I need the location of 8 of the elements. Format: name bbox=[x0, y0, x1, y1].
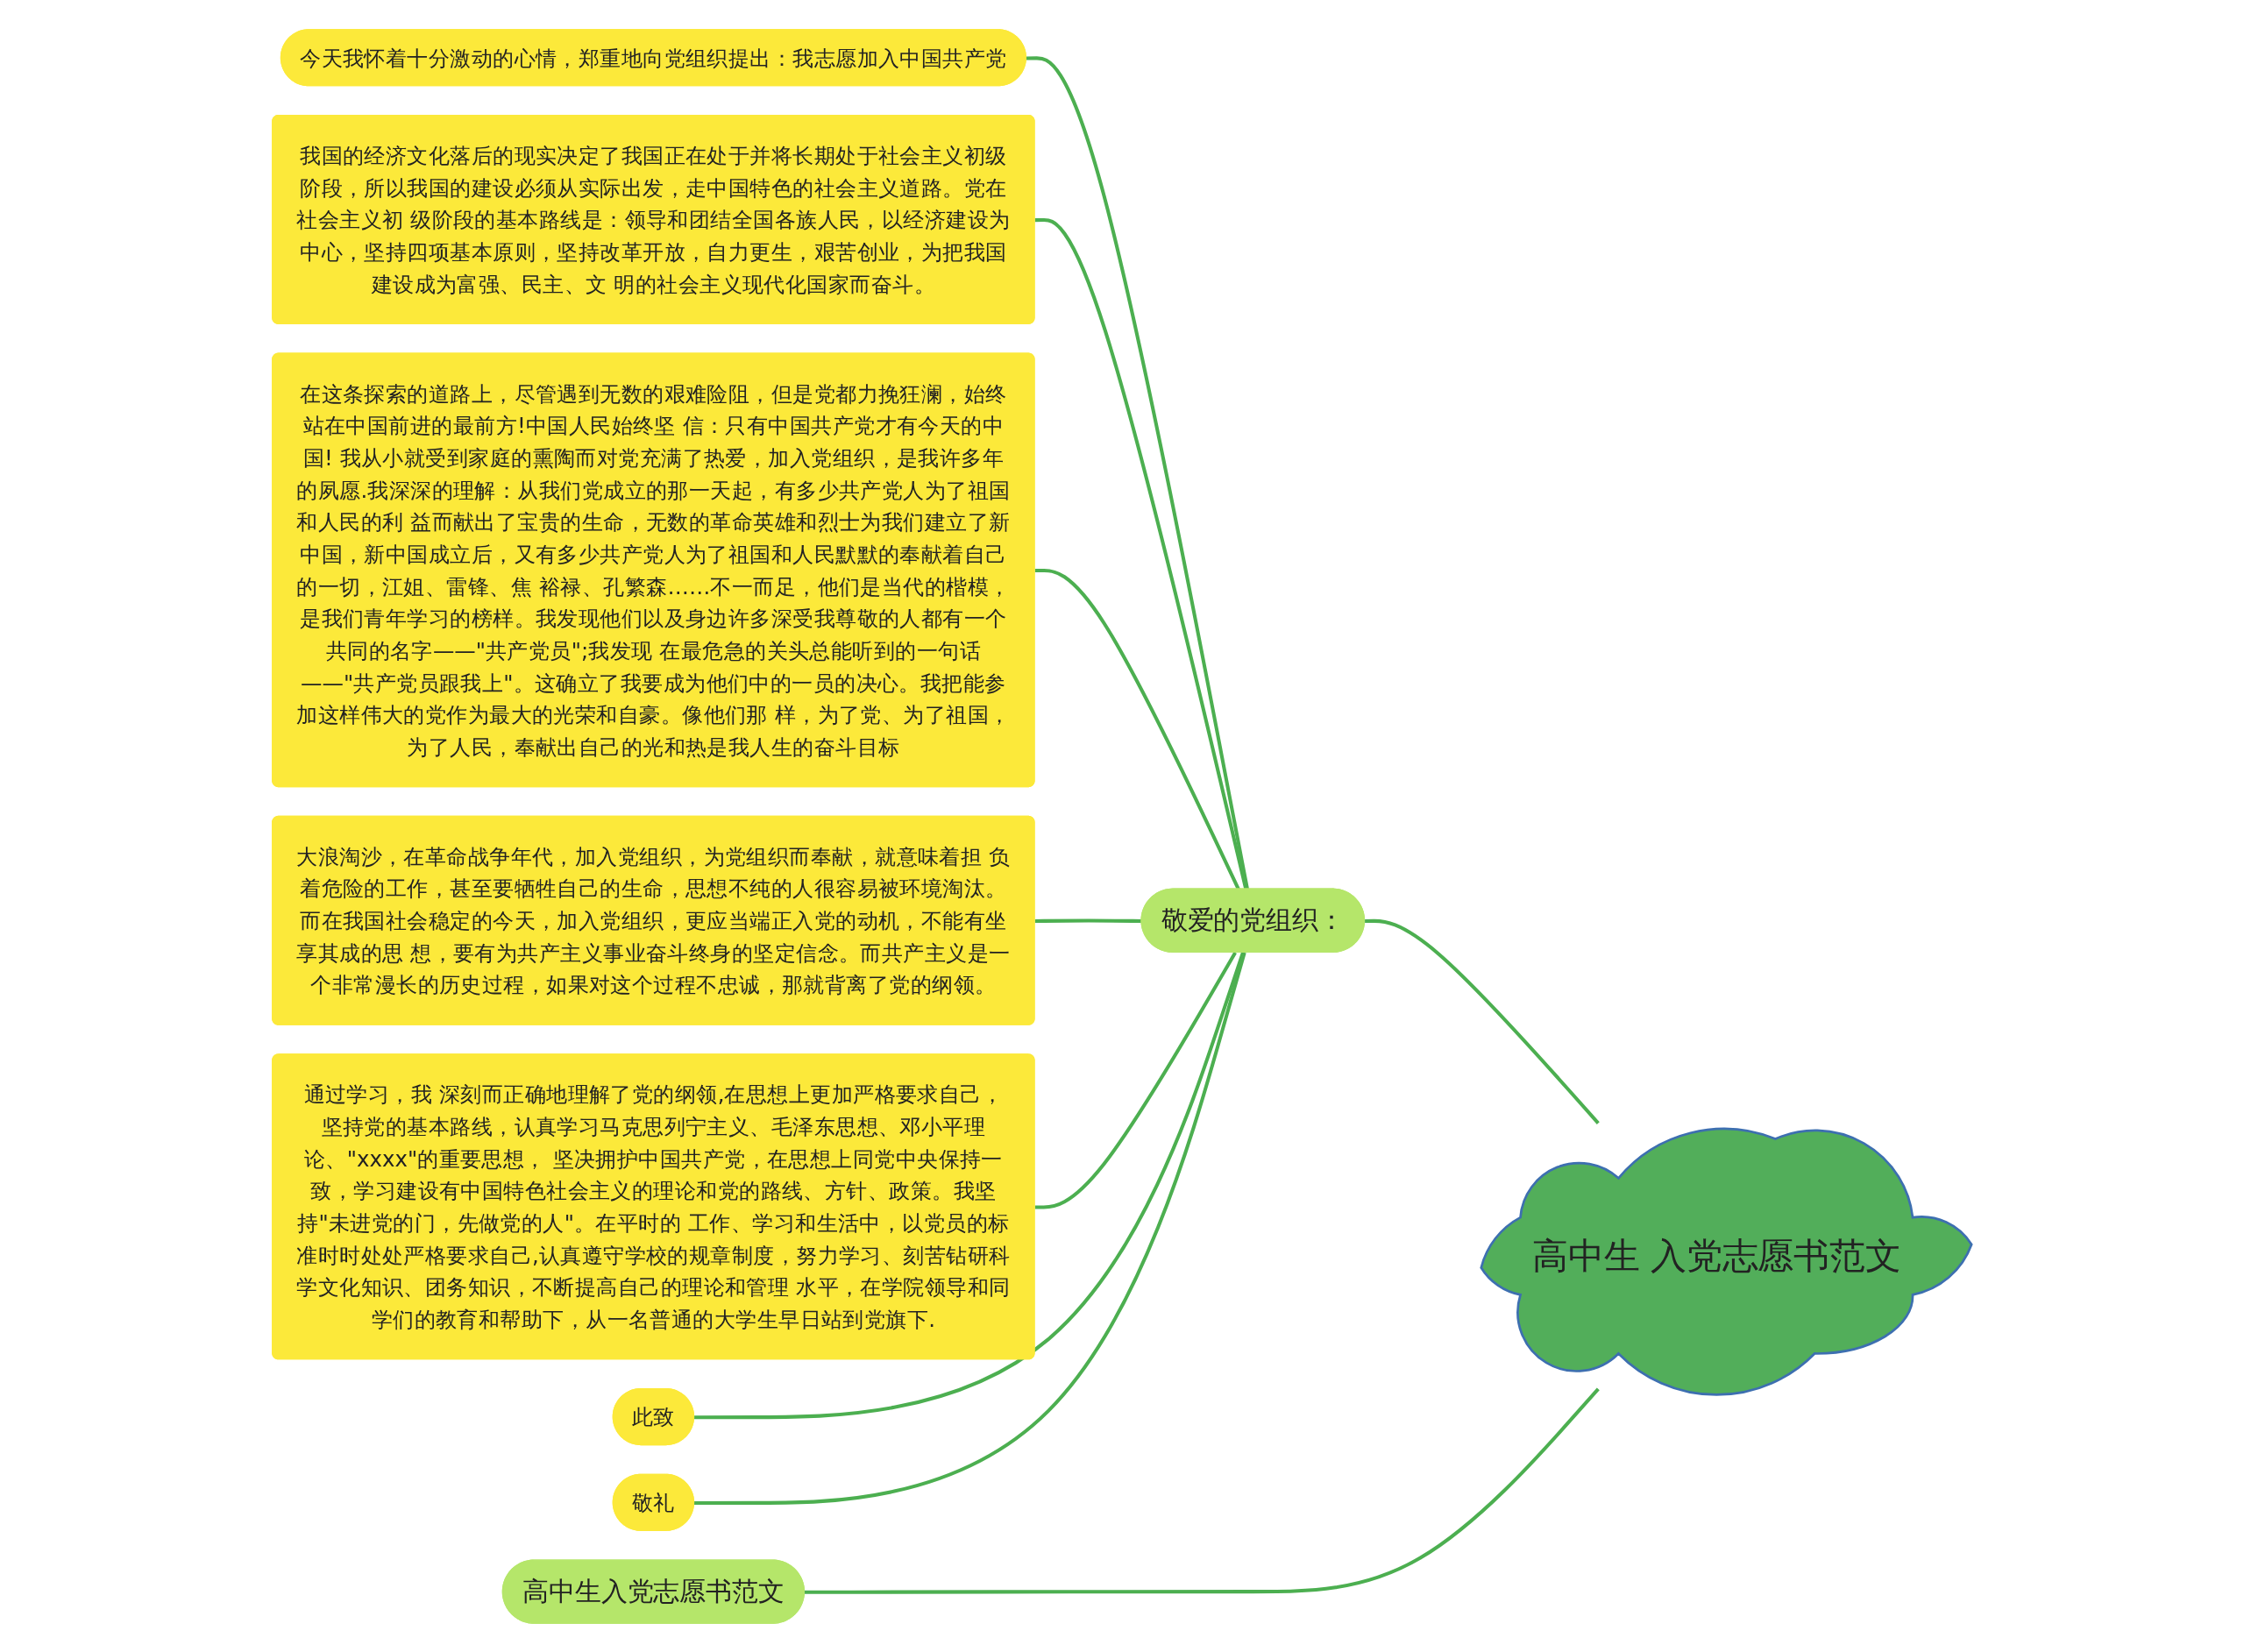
connector bbox=[805, 1387, 1600, 1594]
connector bbox=[1034, 951, 1237, 1209]
connector bbox=[1034, 217, 1248, 890]
connector bbox=[694, 951, 1246, 1505]
connector bbox=[1026, 55, 1250, 890]
connector bbox=[1034, 918, 1142, 923]
connector bbox=[694, 951, 1245, 1419]
connector bbox=[1365, 918, 1600, 1124]
